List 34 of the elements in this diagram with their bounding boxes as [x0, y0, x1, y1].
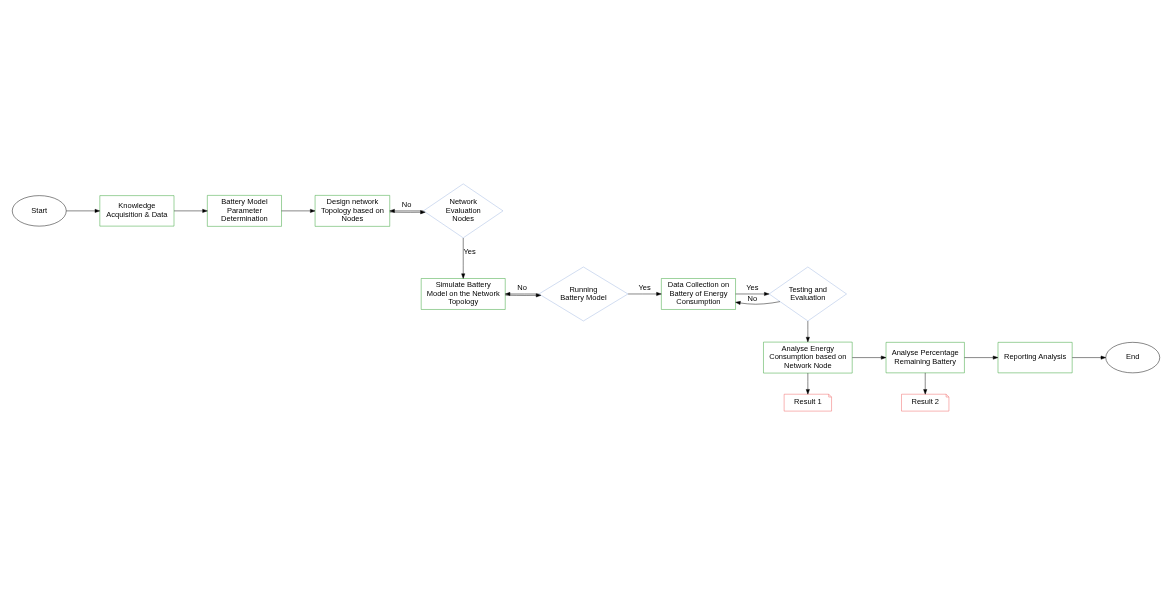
arrow [964, 355, 999, 359]
arrow [923, 372, 928, 394]
node-box: Knowledge Acquisition & Data [99, 194, 175, 226]
edge-label: Yes [746, 282, 759, 292]
node-box: Data Collection on Battery of Energy Consumption [661, 277, 736, 310]
arrow [1072, 355, 1106, 359]
arrow [505, 293, 542, 297]
arrow [852, 355, 887, 359]
arrow [627, 291, 662, 296]
arrow [173, 208, 208, 213]
edge-label: No [517, 282, 527, 292]
arrow [461, 237, 466, 279]
node-diamond: Running Battery Model [538, 266, 629, 321]
node-diamond: Testing and Evaluation [768, 266, 847, 321]
node-box: Analyse Percentage Remaining Battery [885, 341, 965, 373]
node-diamond: Network Evaluation Nodes [423, 183, 504, 238]
node-box: Battery Model Parameter Determination [207, 194, 282, 227]
arrow [805, 320, 810, 342]
arrow [735, 300, 781, 305]
arrow [505, 291, 539, 296]
edge-label: Yes [463, 246, 476, 256]
arrow [66, 208, 100, 213]
node-box: Simulate Battery Model on the Network Topology [420, 277, 506, 310]
arrow [281, 208, 316, 213]
edge-label: No [747, 293, 758, 303]
edge-label: Yes [638, 282, 651, 292]
node-box: Analyse Energy Consumption based on Network Node [763, 341, 853, 373]
arrow [805, 372, 810, 394]
arrow [735, 291, 770, 296]
node-ellipse: Start [12, 194, 67, 226]
node-ellipse: End [1105, 341, 1160, 373]
node-box: Reporting Analysis [997, 341, 1073, 373]
edge-label: No [401, 199, 412, 209]
node-box: Design network Topology based on Nodes [314, 194, 390, 227]
